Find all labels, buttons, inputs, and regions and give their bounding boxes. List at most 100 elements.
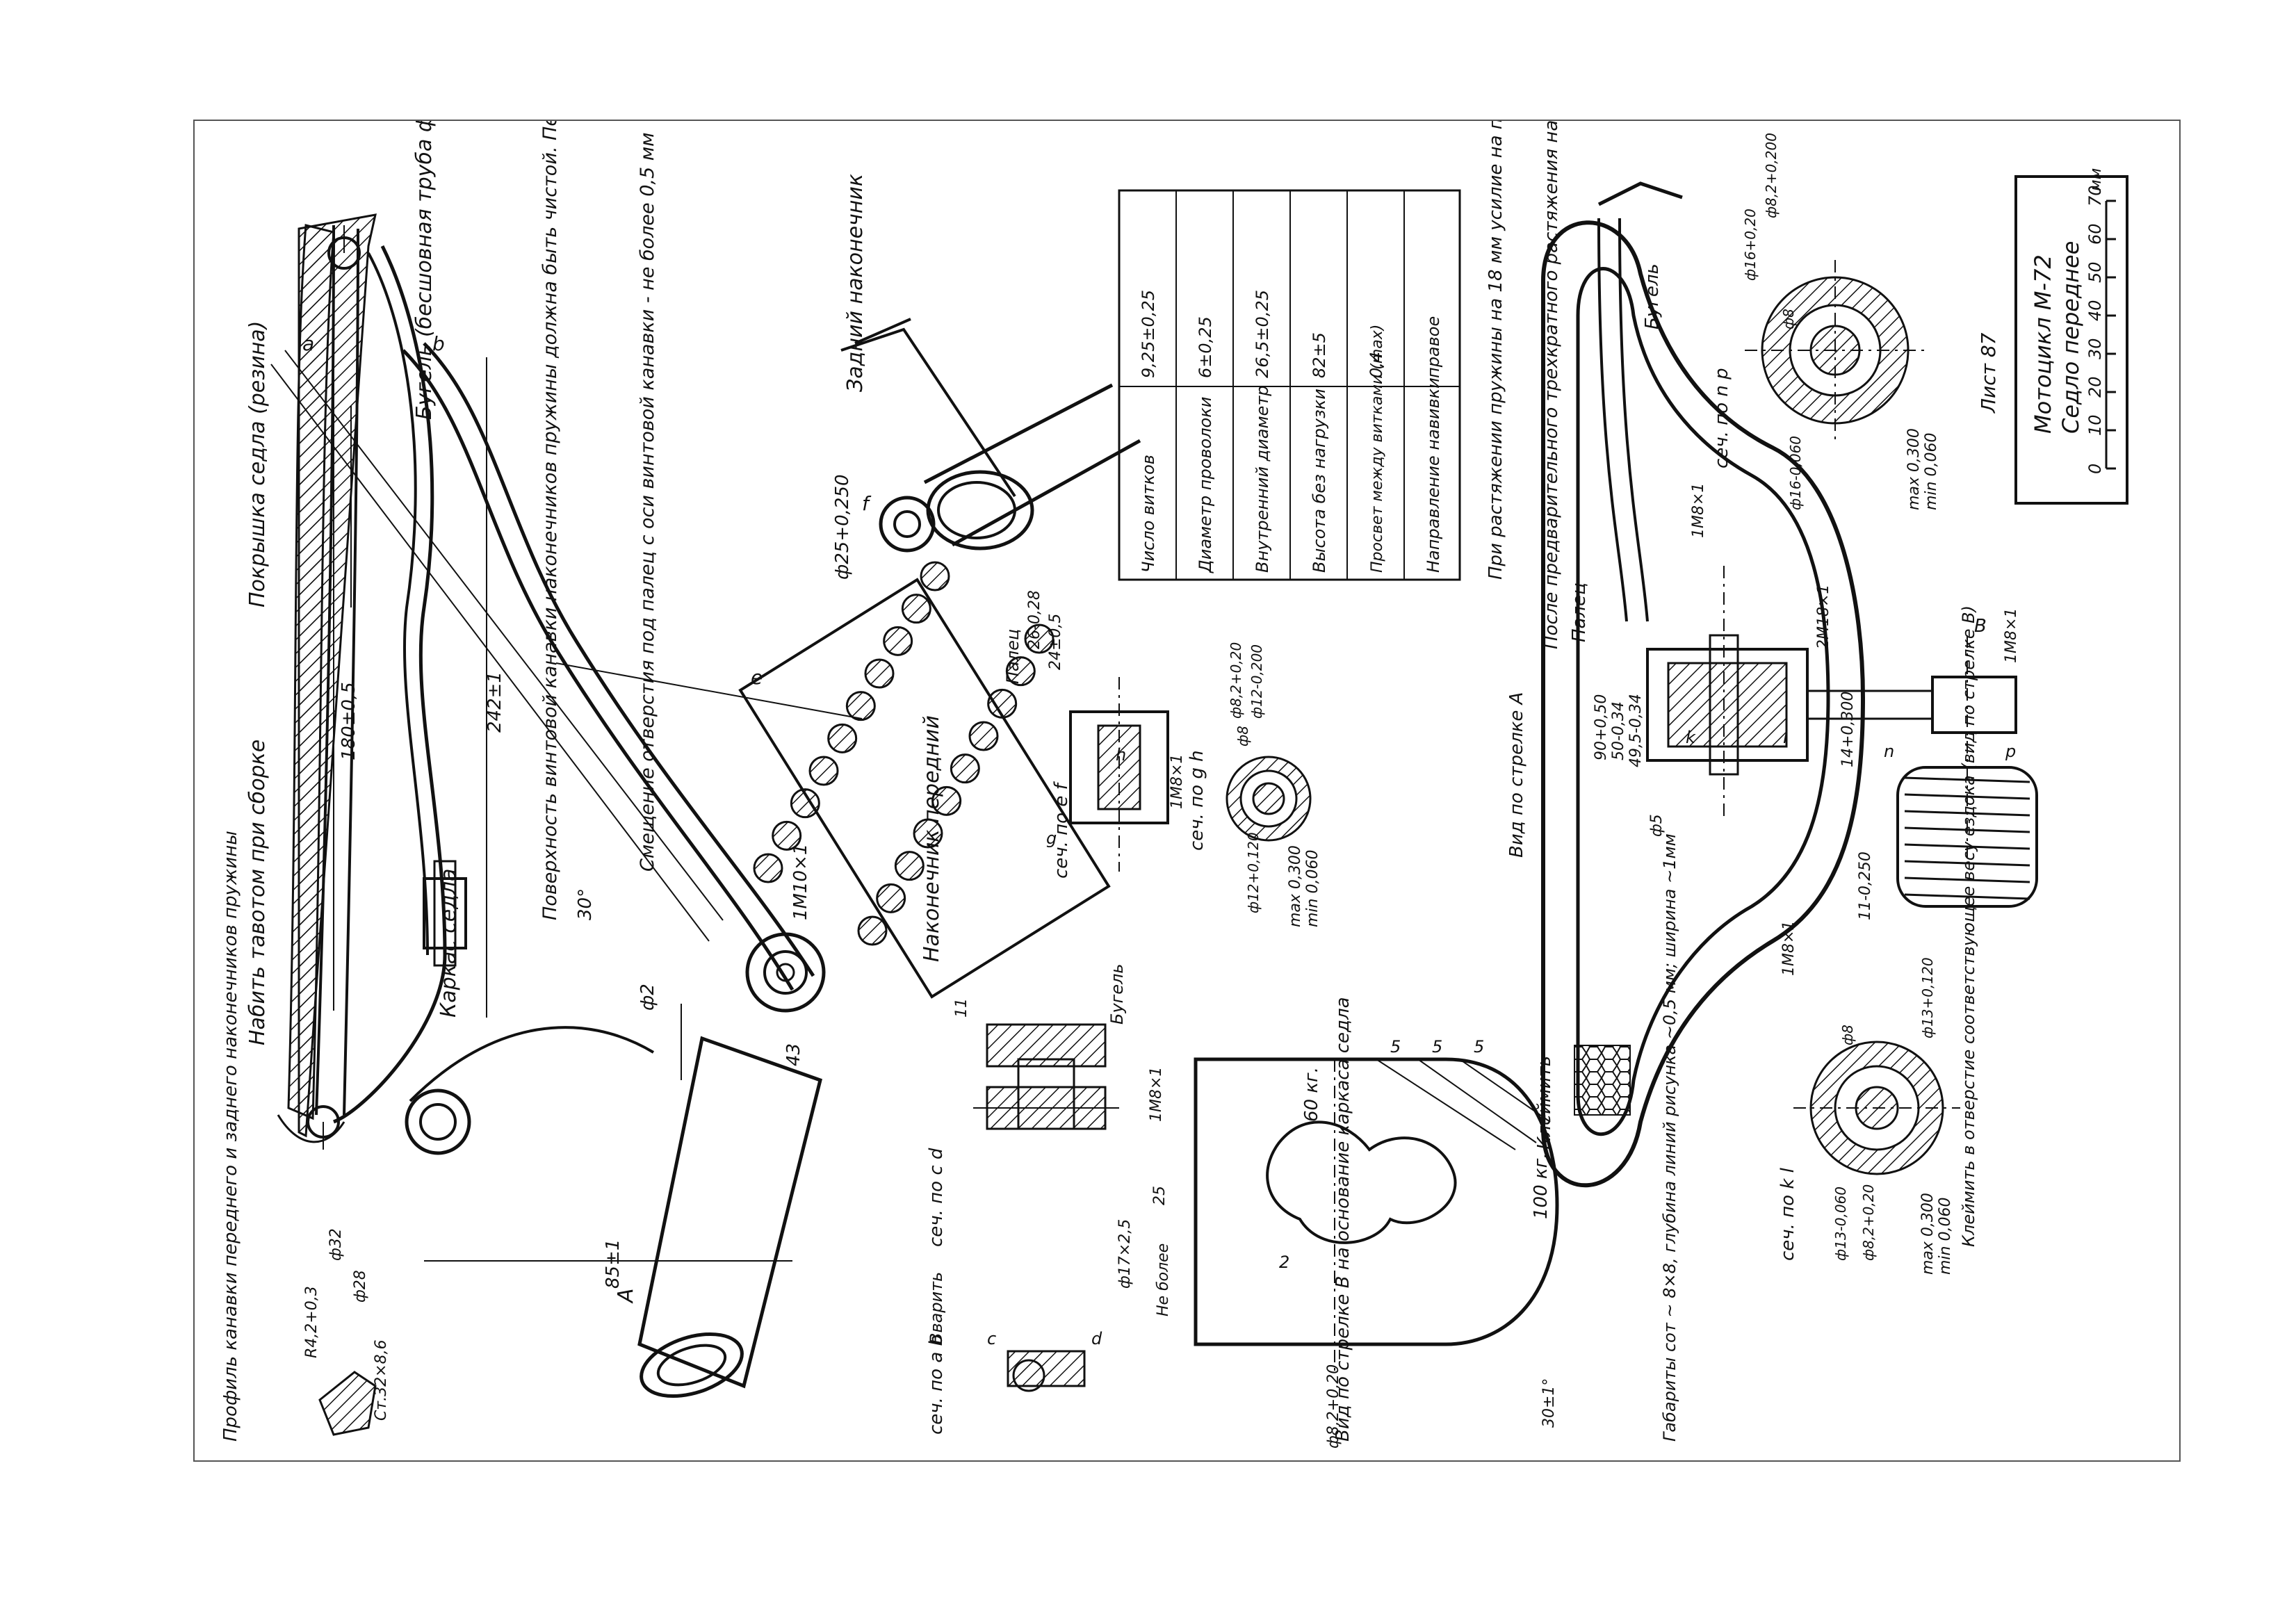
dim-11-250: 11-0,250 [1857,851,1874,920]
letter-c: c [987,1329,996,1348]
spring-coil-section [790,788,820,819]
dim-28: ф28 [352,1270,369,1303]
scale-tick-label: 30 [2085,338,2105,359]
dim-16: ф16+0,20 [1742,209,1759,281]
dim-m10: 1М10×1 [790,844,811,920]
spring-coil-section [901,594,931,624]
view-a-title: Вид по стрелке А [1506,692,1527,858]
spring-coil-section [864,658,895,689]
section-np: сеч. по n p ф16+0,20 ф8,2+0,200 ф8 ф16-0… [1711,133,1940,510]
section-np-title: сеч. по n p [1711,368,1732,468]
spring-coil-section [1005,656,1036,687]
dim-2: 2 [1279,1253,1289,1272]
note-pattern-size: Габариты сот ~ 8×8, глубина линий рисунк… [1660,833,1679,1442]
dim-495: 49,5-0,34 [1627,694,1645,767]
dim-8-kl: ф8 [1839,1025,1856,1045]
label-bracket2: Бугель [1107,963,1127,1025]
label-front-tip: Наконечник передний [920,715,944,962]
spring-coil-section [808,756,839,786]
dim-m8a: 1М8×1 [1690,483,1707,538]
note-thread-surface: Поверхность винтовой канавки наконечнико… [539,121,561,920]
spring-coil-section [913,818,943,849]
thread-groove [1904,893,2030,900]
letter-k: k [1686,728,1696,747]
view-a-seat-top: Бугель Вид по стрелке А Палец 90+0,50 50… [1506,181,2038,1442]
spring-coil-section [968,721,999,751]
dim-max-gh: max 0,300 [1287,845,1304,927]
letter-f: f [862,492,872,515]
note-offset: Смещение отверстия под палец с оси винто… [637,133,658,872]
spring-coil-section [920,561,950,592]
technical-drawing: Покрышка седла (резина) Набить тавотом п… [220,121,2128,1449]
dim-5b: 5 [1432,1037,1442,1057]
table-value-0: 9,25±0,25 [1139,290,1158,378]
dim-85: 85±1 [603,1239,624,1289]
letter-l: l [1783,728,1788,747]
dim-90: 90+0,50 [1593,694,1610,760]
section-gh: сеч. по g h ф8 ф8,2+0,20 ф12-0,200 ф12+0… [1187,642,1321,927]
label-100kg: 100 кг. [1531,1152,1552,1219]
spring-coil-section [1024,623,1055,654]
letter-e: e [751,666,763,689]
label-bracket3: Бугель [1642,263,1663,329]
spring-coil-section [894,851,925,881]
thread-groove [1904,876,2030,883]
title-part: Седло переднее [2058,241,2084,434]
dim-phi25: ф25+0,250 [832,474,853,580]
note-stamp-weight: Клеймить в отверстие соответствующее вес… [1959,605,1978,1247]
dim-min-kl: min 0,060 [1937,1198,1954,1275]
scale-tick-label: 50 [2085,261,2105,283]
dim-m8c: 1М8×1 [1780,921,1798,976]
label-cover: Покрышка седла (резина) [245,321,270,607]
thread-groove [1904,860,2030,867]
section-ab: сеч. по a b c d [926,1329,1102,1435]
section-kl: сеч. по k l ф13+0,120 ф8 ф13-0,060 ф8,2+… [1777,957,1960,1275]
label-frame: Каркас седла [437,868,461,1018]
label-not-more: Не более [1155,1243,1172,1316]
scale-tick-label: 60 [2085,223,2105,245]
table-value-1: 6±0,25 [1196,316,1215,378]
table-value-2: 26,5±0,25 [1253,290,1272,378]
label-rear-tip: Задний наконечник [843,174,868,392]
spring-coil-section [827,723,858,753]
letter-p: p [2005,742,2016,761]
view-b-title: Вид по стрелке В на основание каркаса се… [1333,997,1353,1442]
seat-side-view [270,213,1141,1398]
dim-32: ф32 [327,1228,345,1261]
section-ef-title: сеч. по e f [1051,781,1072,879]
label-60kg: 60 кг. [1301,1067,1322,1122]
section-cd-title: сеч. по c d [926,1148,947,1247]
spring-coil-section [931,785,962,816]
dim-25: 25 [1151,1186,1169,1205]
dim-13b: ф13-0,060 [1832,1186,1849,1261]
left-labels: Покрышка седла (резина) Набить тавотом п… [245,121,944,1304]
dim-phi5: ф5 [1648,814,1666,837]
note-spring-test: При растяжении пружины на 18 мм усилие н… [1485,121,1506,580]
scale-tick-label: 20 [2085,376,2105,398]
note-groove-profile: Профиль канавки переднего и заднего нако… [220,831,241,1442]
label-finger2: Палец [1569,582,1590,642]
scale-tick-label: 40 [2085,300,2105,321]
dim-26: 26-0,28 [1026,590,1043,649]
dim-min-np: min 0,060 [1923,433,1940,510]
drawing-sheet: Покрышка седла (резина) Набить тавотом п… [193,120,2181,1462]
dim-11: 11 [953,998,970,1018]
dim-r42: R4,2+0,3 [303,1286,320,1358]
spring-coil-section [845,691,876,721]
dim-max-kl: max 0,300 [1919,1193,1937,1275]
dim-30deg: 30° [575,888,596,920]
table-param-2: Внутренний диаметр [1253,385,1272,573]
groove-profile: Профиль канавки переднего и заднего нако… [220,831,390,1442]
section-ef: сеч. по e f Палец 26-0,28 24±0,5 1М8×1 g… [1003,590,1186,879]
dim-82-kl: ф8,2+0,20 [1860,1184,1877,1261]
label-punch: Вварить [927,1272,946,1344]
label-steel: Ст.32×8,6 [373,1339,390,1421]
dim-43: 43 [783,1043,804,1066]
spring-coil [738,561,1111,999]
dim-8-gh: ф8 [1235,726,1251,747]
spring-coil-section [772,820,802,851]
section-gh-title: сеч. по g h [1187,750,1207,851]
dim-24: 24±0,5 [1047,614,1064,670]
section-cd: сеч. по c d Вварить Бугель 11 1М8×1 25 ф… [926,963,1172,1344]
table-param-5: Направление навивки [1424,377,1443,573]
